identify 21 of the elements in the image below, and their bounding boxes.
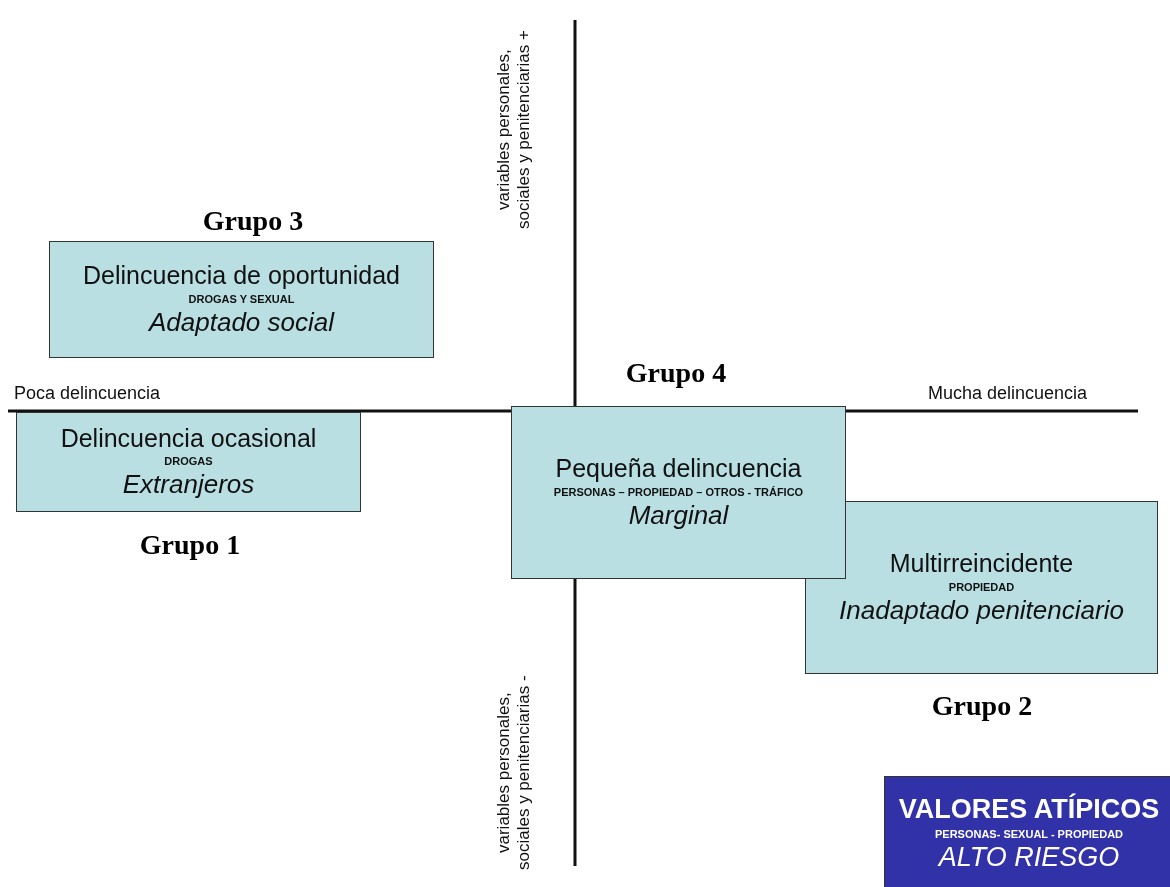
category-detail: DROGAS Y SEXUAL: [188, 292, 295, 305]
category-type: Extranjeros: [122, 470, 255, 500]
category-title: Delincuencia ocasional: [60, 424, 317, 453]
category-detail: DROGAS: [164, 455, 213, 468]
category-detail: PROPIEDAD: [948, 580, 1015, 593]
category-type: Inadaptado penitenciario: [839, 595, 1124, 625]
category-detail: PERSONAS- SEXUAL - PROPIEDAD: [934, 827, 1124, 840]
group-heading: Grupo 2: [930, 690, 1034, 722]
group-heading: Grupo 4: [624, 357, 728, 389]
axis-label: Mucha delincuencia: [928, 383, 1088, 404]
group-heading: Grupo 3: [201, 205, 305, 237]
category-detail: PERSONAS – PROPIEDAD – OTROS - TRÁFICO: [553, 485, 804, 498]
category-title: Delincuencia de oportunidad: [83, 262, 400, 290]
group-heading: Grupo 1: [138, 529, 242, 561]
category-title: VALORES ATÍPICOS: [898, 794, 1160, 825]
category-type: Adaptado social: [149, 307, 334, 337]
category-type: Marginal: [628, 500, 729, 530]
category-title: Multirreincidente: [889, 550, 1074, 578]
category-title: Pequeña delincuencia: [555, 455, 802, 483]
category-type: ALTO RIESGO: [938, 842, 1120, 873]
axis-label: Poca delincuencia: [14, 383, 161, 404]
